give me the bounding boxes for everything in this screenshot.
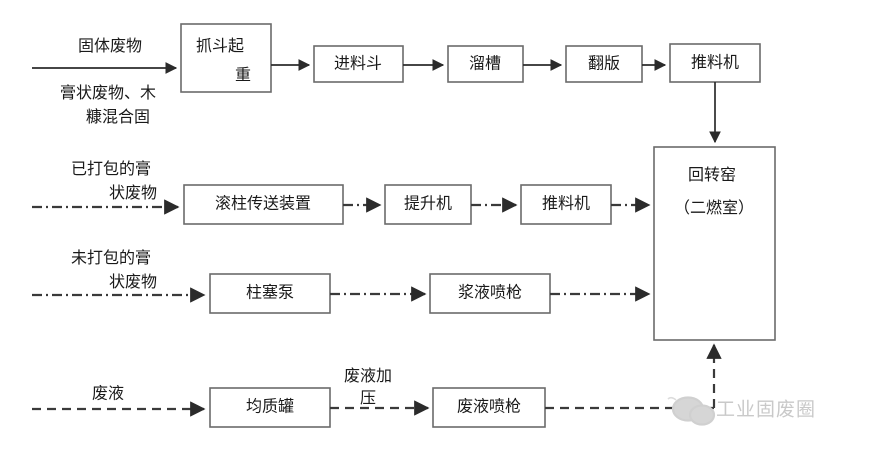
node-plunger-pump-label: 柱塞泵	[246, 284, 294, 302]
wechat-icon	[667, 396, 716, 426]
edge-label-waste-liquid-press: 废液加 压	[344, 367, 396, 407]
node-elevator[interactable]	[384, 184, 472, 225]
watermark-label: 工业固废圈	[716, 398, 816, 420]
node-rotary-kiln-group: 回转窑 （二燃室）	[653, 146, 776, 341]
row-packed-paste-waste: 已打包的膏 状废物 滚柱传送装置 提升机 推料机	[32, 159, 651, 225]
node-feed-hopper[interactable]	[313, 45, 404, 83]
row-unpacked-paste-waste: 未打包的膏 状废物 柱塞泵 浆液喷枪	[32, 248, 651, 314]
node-chute-label: 溜槽	[469, 55, 501, 73]
node-homogenizing-tank-label: 均质罐	[246, 398, 294, 416]
node-flip-plate[interactable]	[565, 45, 643, 83]
node-rotary-kiln-label: 回转窑 （二燃室）	[674, 166, 754, 217]
edge-label-solid-waste: 固体废物	[78, 37, 142, 55]
node-grab-crane[interactable]	[180, 23, 272, 93]
node-flip-plate-label: 翻版	[588, 55, 620, 73]
node-pusher-top-label: 推料机	[691, 54, 739, 72]
node-roller-conveyor-label: 滚柱传送装置	[215, 195, 311, 213]
node-pusher-mid[interactable]	[520, 184, 612, 225]
node-waste-liquid-gun-label: 废液喷枪	[457, 398, 521, 416]
row-waste-liquid: 废液 均质罐 废液加 压 废液喷枪	[32, 343, 722, 428]
node-slurry-gun[interactable]	[429, 273, 551, 314]
edge-label-packed-paste-waste: 已打包的膏 状废物	[71, 159, 157, 202]
node-plunger-pump[interactable]	[209, 273, 331, 314]
node-rotary-kiln[interactable]	[653, 146, 776, 341]
node-pusher-mid-label: 推料机	[542, 195, 590, 213]
watermark: 工业固废圈	[667, 396, 816, 426]
row-solid-waste: 固体废物 膏状废物、木 糠混合固 抓斗起 重 进料斗 溜槽 翻版 推料机	[32, 23, 761, 144]
node-waste-liquid-gun[interactable]	[432, 387, 546, 428]
edge-label-paste-wood-mix: 膏状废物、木 糠混合固	[60, 83, 160, 126]
node-roller-conveyor[interactable]	[183, 184, 344, 225]
node-slurry-gun-label: 浆液喷枪	[458, 284, 522, 302]
node-grab-crane-label: 抓斗起 重	[196, 37, 251, 84]
edge-label-unpacked-paste-waste: 未打包的膏 状废物	[71, 248, 157, 291]
node-pusher-top[interactable]	[669, 43, 761, 83]
node-feed-hopper-label: 进料斗	[334, 55, 382, 73]
node-chute[interactable]	[447, 45, 524, 83]
edge-label-waste-liquid: 废液	[92, 385, 124, 403]
node-elevator-label: 提升机	[404, 195, 452, 213]
